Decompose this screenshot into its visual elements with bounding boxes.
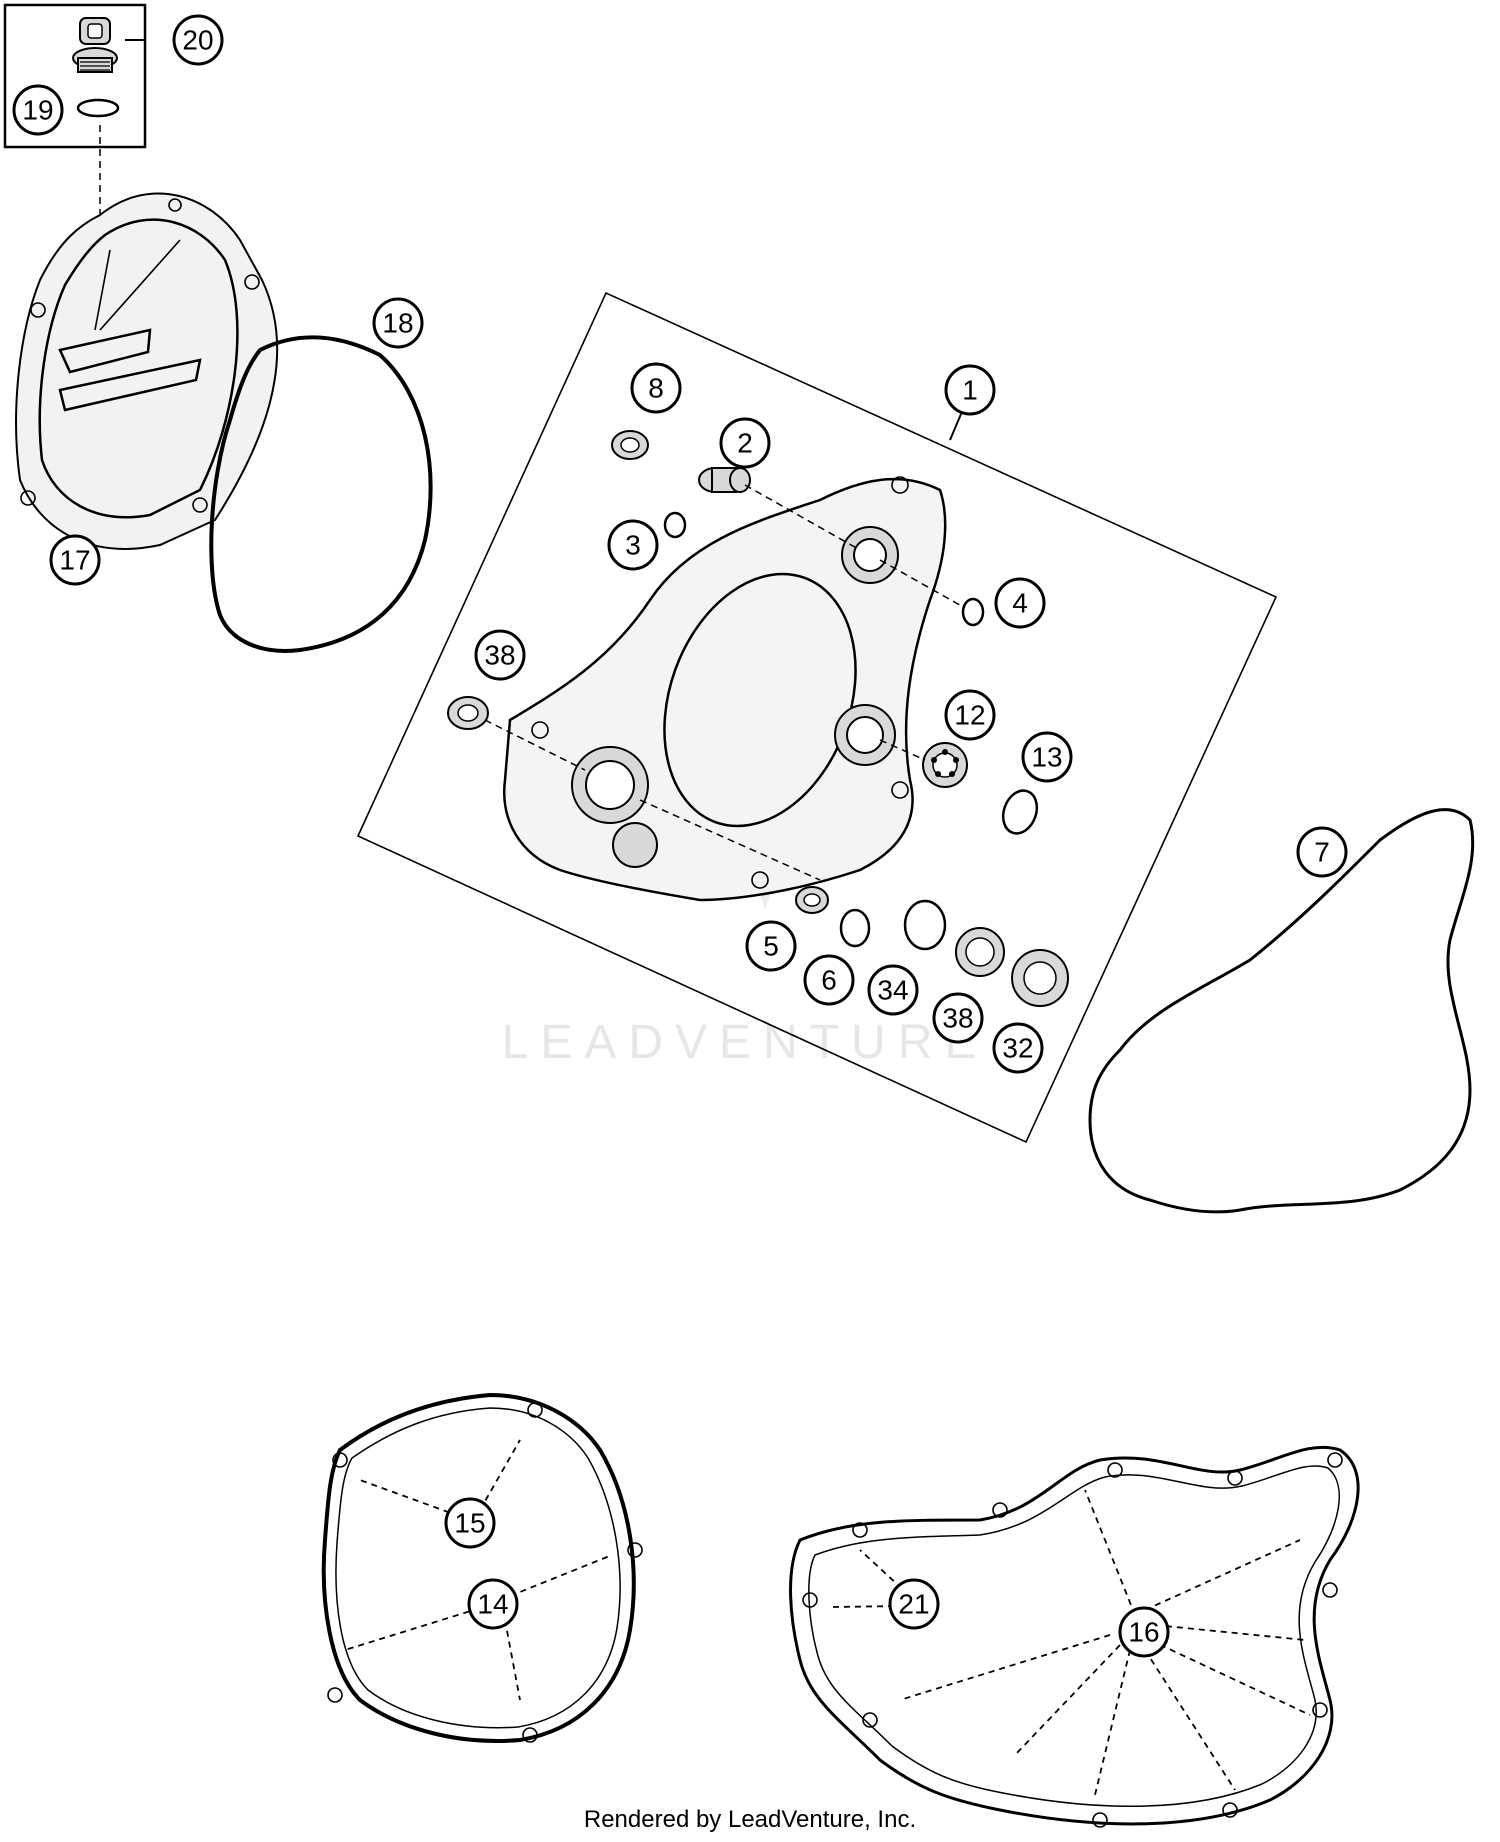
- callout-3: 3: [607, 519, 659, 571]
- clutch-cover-part: [15, 192, 279, 550]
- callout-7: 7: [1296, 826, 1348, 878]
- callout-12: 12: [944, 689, 996, 741]
- callout-34: 34: [867, 964, 919, 1016]
- ring-34-part: [903, 899, 947, 951]
- cover-gasket-part: [209, 335, 433, 653]
- gasket-7-part: [1088, 808, 1475, 1214]
- svg-text:15: 15: [454, 1508, 485, 1539]
- svg-text:7: 7: [1314, 837, 1330, 868]
- callout-32: 32: [992, 1022, 1044, 1074]
- watermark-text: LEADVENTURE: [502, 1016, 989, 1069]
- svg-text:19: 19: [22, 95, 53, 126]
- plug-2-part: [698, 467, 751, 493]
- svg-text:5: 5: [763, 931, 779, 962]
- svg-text:1: 1: [962, 375, 978, 406]
- o-ring-part: [76, 98, 120, 118]
- seal-38b-part: [955, 927, 1005, 977]
- ring-13-part: [1001, 789, 1039, 835]
- svg-text:3: 3: [625, 530, 641, 561]
- bearing-32-part: [1011, 949, 1069, 1007]
- callout-5: 5: [745, 920, 797, 972]
- oil-plug-part: [72, 17, 118, 73]
- inner-clutch-cover-part: [503, 476, 947, 902]
- svg-text:4: 4: [1012, 588, 1028, 619]
- callout-6: 6: [803, 954, 855, 1006]
- svg-text:2: 2: [737, 428, 753, 459]
- callouts: 20 19 17 18 8 1 2 3 4 38 12 13 7 5 6 34 …: [12, 14, 1348, 1658]
- svg-text:20: 20: [182, 25, 213, 56]
- ring-6-part: [839, 908, 871, 948]
- callout-4: 4: [994, 577, 1046, 629]
- svg-text:13: 13: [1031, 742, 1062, 773]
- watermark: LEADVENTURE: [502, 799, 989, 1069]
- svg-text:38: 38: [942, 1003, 973, 1034]
- svg-text:21: 21: [898, 1589, 929, 1620]
- svg-text:6: 6: [821, 965, 837, 996]
- callout-2: 2: [719, 417, 771, 469]
- svg-text:16: 16: [1128, 1617, 1159, 1648]
- svg-text:12: 12: [954, 700, 985, 731]
- svg-text:38: 38: [484, 640, 515, 671]
- ring-4-part: [961, 597, 985, 627]
- callout-17: 17: [49, 534, 101, 586]
- credit-text: Rendered by LeadVenture, Inc.: [584, 1806, 916, 1833]
- svg-text:32: 32: [1002, 1033, 1033, 1064]
- gasket-set-16-21: [789, 1445, 1360, 1828]
- callout-21: 21: [888, 1578, 940, 1630]
- callout-18: 18: [372, 297, 424, 349]
- oil-plug-inset: [3, 3, 147, 215]
- svg-text:17: 17: [59, 545, 90, 576]
- bearing-12-part: [922, 742, 968, 788]
- gasket-set-14-15: [321, 1392, 643, 1743]
- svg-text:18: 18: [382, 308, 413, 339]
- callout-19: 19: [12, 84, 64, 136]
- svg-text:8: 8: [648, 373, 664, 404]
- callout-15: 15: [444, 1497, 496, 1549]
- svg-text:34: 34: [877, 975, 908, 1006]
- callout-14: 14: [467, 1578, 519, 1630]
- callout-8: 8: [630, 362, 682, 414]
- ring-3-part: [663, 511, 687, 539]
- callout-38b: 38: [932, 992, 984, 1044]
- callout-38a: 38: [474, 629, 526, 681]
- callout-1: 1: [944, 364, 996, 416]
- callout-20: 20: [172, 14, 224, 66]
- small-parts: [447, 430, 1069, 1007]
- svg-text:14: 14: [477, 1589, 508, 1620]
- callout-13: 13: [1021, 731, 1073, 783]
- callout-16: 16: [1118, 1606, 1170, 1658]
